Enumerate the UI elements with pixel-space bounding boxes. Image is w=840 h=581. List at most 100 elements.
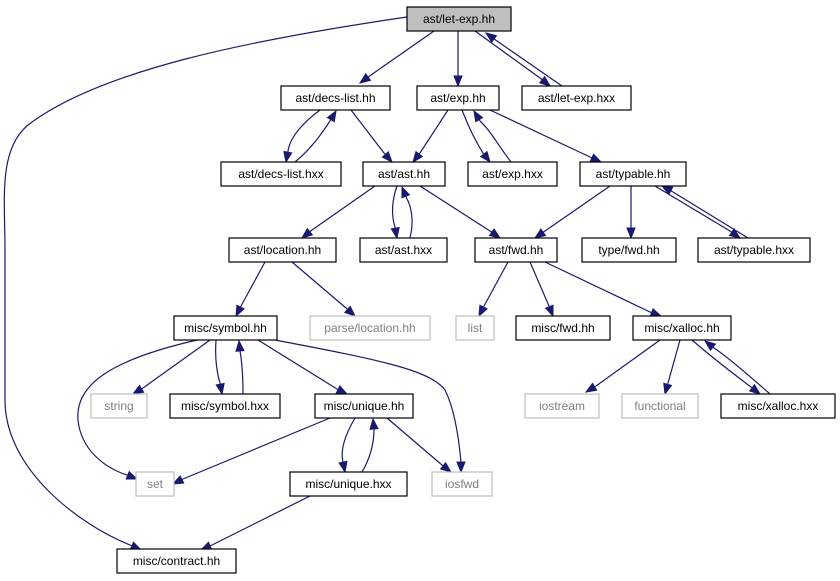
arrowhead-icon <box>626 227 636 240</box>
node-exp-hh[interactable]: ast/exp.hh <box>416 85 500 111</box>
node-box <box>467 161 558 187</box>
arrowhead-icon <box>335 385 349 395</box>
edge-line-tail <box>670 190 674 193</box>
edge-line-tail <box>367 74 372 78</box>
edge-typable-hh-to-typable-hxx <box>654 185 742 239</box>
edge-line <box>77 339 198 476</box>
arrowhead-icon <box>479 150 491 164</box>
node-box <box>697 237 811 263</box>
node-let-exp-hxx[interactable]: ast/let-exp.hxx <box>521 85 632 111</box>
edge-line-tail <box>712 346 715 349</box>
edge-line <box>544 261 651 313</box>
node-unique-hxx[interactable]: misc/unique.hxx <box>289 471 408 497</box>
node-decs-list-hxx[interactable]: ast/decs-list.hxx <box>220 161 342 187</box>
arrowhead-icon <box>748 383 762 395</box>
node-unique-hh[interactable]: misc/unique.hh <box>314 393 414 419</box>
node-label: misc/unique.hh <box>324 399 405 413</box>
node-label: ast/exp.hxx <box>482 167 543 181</box>
edge-ast-hh-to-location-hh <box>300 185 376 239</box>
node-misc-fwd-hh[interactable]: misc/fwd.hh <box>515 315 611 341</box>
node-label: ast/let-exp.hh <box>423 12 495 26</box>
arrowhead-icon <box>453 75 463 88</box>
edge-location-hh-to-symbol-hh <box>235 261 266 318</box>
node-type-fwd-hh[interactable]: type/fwd.hh <box>581 237 677 263</box>
edge-line <box>483 261 509 307</box>
node-label: ast/location.hh <box>244 243 321 257</box>
node-label: ast/decs-list.hxx <box>238 167 323 181</box>
edge-line <box>391 185 398 228</box>
node-exp-hxx[interactable]: ast/exp.hxx <box>467 161 558 187</box>
node-label: misc/symbol.hh <box>184 321 267 335</box>
arrowhead-icon <box>358 72 372 84</box>
arrowhead-icon <box>478 304 488 318</box>
node-label: misc/symbol.hxx <box>181 399 269 413</box>
node-box <box>621 393 699 419</box>
node-location-hh[interactable]: ast/location.hh <box>228 237 337 263</box>
edge-line <box>672 191 749 239</box>
node-box <box>359 237 448 263</box>
node-contract-hh[interactable]: misc/contract.hh <box>116 548 237 574</box>
node-let-exp-hh[interactable]: ast/let-exp.hh <box>406 6 512 32</box>
edge-line <box>654 185 731 232</box>
arrowhead-icon <box>538 75 552 87</box>
node-functional: functional <box>621 393 699 419</box>
edge-line-tail <box>141 387 144 390</box>
node-iostream: iostream <box>524 393 600 419</box>
edge-fwd-hh-to-misc-fwd-hh <box>529 261 554 318</box>
edge-let-exp-hh-to-exp-hh <box>453 31 463 88</box>
node-set: set <box>135 471 175 497</box>
node-list: list <box>455 315 495 341</box>
node-box <box>220 161 342 187</box>
node-box <box>173 315 278 341</box>
node-label: functional <box>634 399 685 413</box>
arrowhead-icon <box>484 32 498 44</box>
edge-line-tail <box>129 544 133 547</box>
edge-ast-hxx-to-ast-hh <box>401 185 413 239</box>
edge-line-tail <box>345 307 348 310</box>
node-ast-hh[interactable]: ast/ast.hh <box>362 161 446 187</box>
node-typable-hh[interactable]: ast/typable.hh <box>579 161 687 187</box>
node-symbol-hxx[interactable]: misc/symbol.hxx <box>169 393 281 419</box>
arrowhead-icon <box>300 227 314 239</box>
node-box <box>579 161 687 187</box>
node-string: string <box>90 393 148 419</box>
edge-let-exp-hxx-to-let-exp-hh <box>484 32 563 87</box>
edge-ast-hh-to-ast-hxx <box>390 185 400 240</box>
edge-unique-hh-to-set <box>171 417 331 485</box>
edge-line-tail <box>729 230 733 233</box>
node-box <box>406 6 512 32</box>
node-ast-hxx[interactable]: ast/ast.hxx <box>359 237 448 263</box>
arrowhead-icon <box>283 150 293 164</box>
edge-line <box>667 339 681 384</box>
edge-symbol-hh-to-symbol-hxx <box>215 339 225 396</box>
node-xalloc-hh[interactable]: misc/xalloc.hh <box>632 315 732 341</box>
node-box <box>228 237 337 263</box>
edge-line <box>239 350 244 395</box>
edge-line-tail <box>418 152 421 155</box>
edge-line-tail <box>336 388 339 391</box>
edge-line <box>474 30 541 79</box>
node-box <box>416 85 500 111</box>
edge-line <box>287 109 321 152</box>
node-box <box>521 85 632 111</box>
node-label: ast/let-exp.hxx <box>538 91 615 105</box>
node-decs-list-hh[interactable]: ast/decs-list.hh <box>280 85 391 111</box>
edge-line-tail <box>239 305 242 308</box>
edge-line <box>350 109 385 154</box>
arrowhead-icon <box>439 461 453 473</box>
edge-line <box>274 339 462 463</box>
node-label: ast/decs-list.hh <box>295 91 375 105</box>
edge-line <box>341 417 356 463</box>
node-symbol-hh[interactable]: misc/symbol.hh <box>173 315 278 341</box>
node-typable-hxx[interactable]: ast/typable.hxx <box>697 237 811 263</box>
node-xalloc-hxx[interactable]: misc/xalloc.hxx <box>720 393 836 419</box>
node-fwd-hh[interactable]: ast/fwd.hh <box>474 237 558 263</box>
node-box <box>314 393 414 419</box>
edge-line-tail <box>209 544 213 547</box>
edge-line-tail <box>750 386 753 389</box>
edge-line-tail <box>181 478 184 481</box>
edge-line <box>370 30 435 76</box>
arrowhead-icon <box>369 417 379 430</box>
edge-line <box>405 196 413 239</box>
